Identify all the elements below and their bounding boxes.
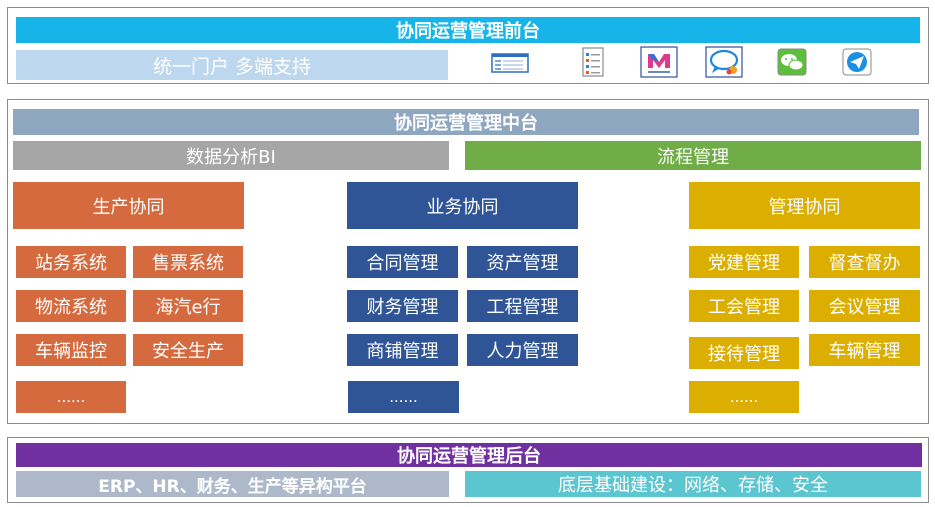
wechat-icon: [773, 46, 811, 78]
document-icon: [574, 46, 612, 78]
infra-bar: 底层基础建设：网络、存储、安全: [465, 471, 921, 497]
web-list-icon: [491, 46, 529, 78]
business-item: 财务管理: [347, 290, 458, 322]
process-bar: 流程管理: [465, 141, 921, 170]
m-logo-icon: [640, 46, 678, 78]
management-item: 会议管理: [809, 290, 920, 322]
production-item: 海汽e行: [133, 290, 243, 322]
management-item: 车辆管理: [809, 334, 920, 366]
frontend-title: 协同运营管理前台: [16, 17, 920, 43]
production-item: 车辆监控: [16, 334, 126, 366]
production-item: 站务系统: [16, 246, 126, 278]
backend-title: 协同运营管理后台: [16, 443, 922, 467]
middle-title: 协同运营管理中台: [13, 109, 919, 135]
production-item: 售票系统: [133, 246, 243, 278]
management-title: 管理协同: [689, 182, 920, 229]
erp-bar: ERP、HR、财务、生产等异构平台: [16, 471, 449, 497]
business-item: 资产管理: [467, 246, 578, 278]
management-item: 接待管理: [689, 337, 799, 369]
mail-app-icon: [838, 46, 876, 78]
business-more: ......: [348, 381, 459, 413]
business-item: 商铺管理: [347, 334, 458, 366]
business-item: 工程管理: [467, 290, 578, 322]
bi-bar: 数据分析BI: [13, 141, 449, 170]
business-item: 合同管理: [347, 246, 458, 278]
production-item: 物流系统: [16, 290, 126, 322]
business-title: 业务协同: [347, 182, 578, 229]
production-title: 生产协同: [13, 182, 244, 229]
production-more: ......: [16, 381, 126, 413]
production-item: 安全生产: [133, 334, 243, 366]
management-more: ......: [689, 381, 799, 413]
business-item: 人力管理: [467, 334, 578, 366]
portal-bar: 统一门户 多端支持: [16, 50, 448, 80]
chat-bubble-icon: [705, 46, 743, 78]
management-item: 督查督办: [809, 246, 920, 278]
management-item: 工会管理: [689, 290, 799, 322]
management-item: 党建管理: [689, 246, 799, 278]
